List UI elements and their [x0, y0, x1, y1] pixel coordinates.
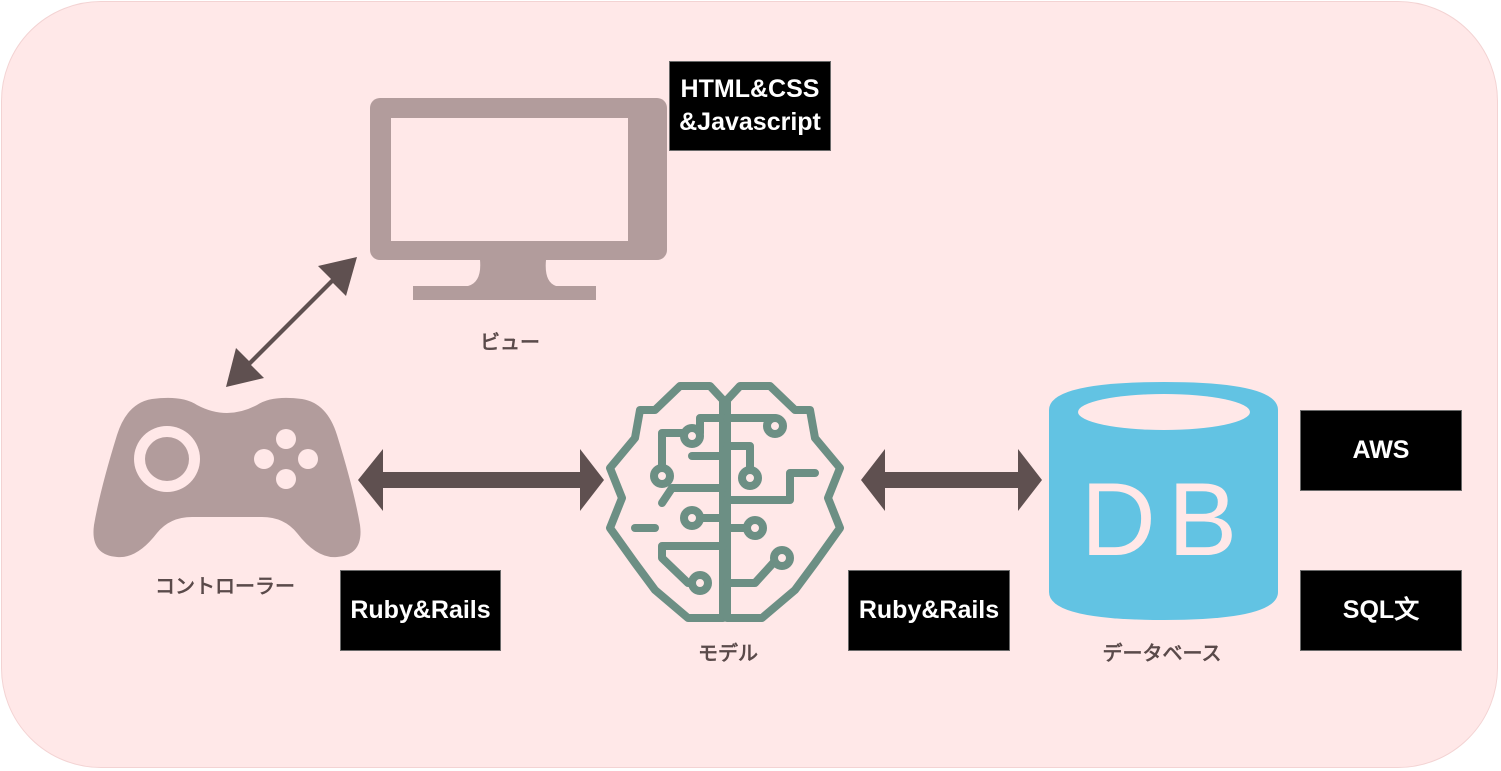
database-tech-tag-aws: AWS: [1300, 410, 1462, 491]
view-tech-tag: HTML&CSS &Javascript: [669, 61, 831, 151]
controller-tech-tag: Ruby&Rails: [340, 570, 501, 651]
monitor-icon: [370, 98, 667, 300]
model-tech-tag: Ruby&Rails: [848, 570, 1010, 651]
database-icon: [1049, 382, 1278, 620]
controller-label: コントローラー: [155, 576, 295, 598]
database-label: データベース: [1102, 643, 1222, 665]
gamepad-icon: [93, 397, 361, 558]
database-icon-text: DB: [1080, 462, 1250, 578]
database-tech-tag-sql: SQL文: [1300, 570, 1462, 651]
view-label: ビュー: [480, 332, 540, 354]
brain-circuit-icon: [606, 382, 844, 622]
model-label: モデル: [698, 643, 758, 665]
